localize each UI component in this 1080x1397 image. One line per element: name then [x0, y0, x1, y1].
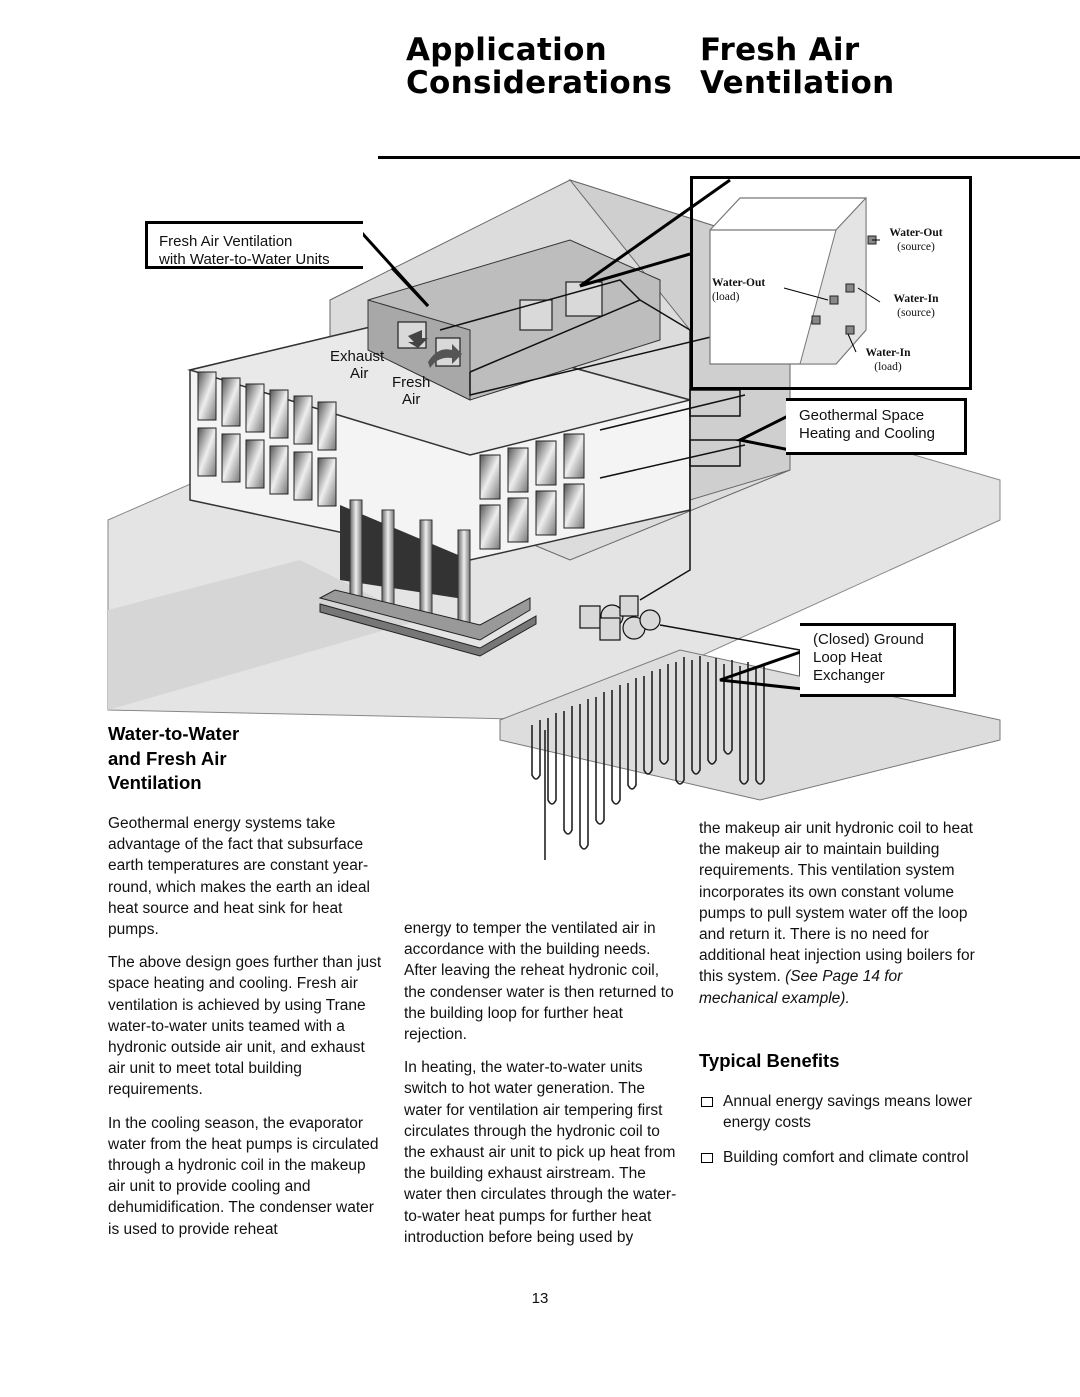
callout-line: Exchanger — [813, 667, 885, 684]
callout-line: (Closed) Ground — [813, 631, 924, 648]
callout-geothermal: Geothermal Space Heating and Cooling — [786, 398, 967, 455]
label-water-in-source: Water-In (source) — [880, 292, 952, 320]
column — [457, 529, 471, 631]
label-sub: (load) — [874, 361, 902, 373]
label-text: Water-Out — [712, 277, 766, 289]
page-reference: (See Page 14 for mechanical example). — [699, 968, 903, 1007]
paragraph: In heating, the water-to-water units swi… — [404, 1059, 677, 1246]
header-rule — [378, 156, 1080, 159]
rooftop-units — [397, 281, 603, 367]
label-exhaust-air: Exhaust Air — [330, 348, 384, 382]
rooftop-piping — [439, 279, 741, 396]
article-heading-line: and Fresh Air — [108, 747, 227, 769]
column — [381, 509, 395, 611]
callout-connectors — [350, 178, 813, 692]
label-sub: (source) — [897, 241, 935, 253]
callout-line: Fresh Air Ventilation — [159, 233, 293, 250]
callout-ground-loop: (Closed) Ground Loop Heat Exchanger — [800, 623, 956, 697]
column-2: energy to temper the ventilated air in a… — [404, 918, 680, 1260]
column — [349, 499, 363, 601]
benefits-heading: Typical Benefits — [699, 1050, 840, 1071]
loop-pumps — [579, 595, 661, 641]
label-text: Fresh — [392, 374, 431, 391]
paragraph: the makeup air unit hydronic coil to hea… — [699, 818, 975, 1009]
entrance — [340, 505, 470, 600]
label-water-out-source: Water-Out (source) — [880, 226, 952, 254]
checkbox-bullet-icon — [701, 1097, 713, 1107]
article-heading-line: Ventilation — [108, 772, 202, 793]
fresh-air-arrow — [428, 344, 462, 368]
paragraph: The above design goes further than just … — [108, 954, 382, 1099]
page-number: 13 — [531, 1290, 549, 1307]
page-title-line2: Ventilation — [700, 65, 895, 101]
article-heading: Water-to-Water and Fresh Air Ventilation — [108, 722, 239, 796]
section-label-line2: Considerations — [406, 65, 673, 101]
callout-fresh-air-ventilation: Fresh Air Ventilation with Water-to-Wate… — [145, 221, 363, 269]
label-text: Air — [402, 391, 421, 408]
label-fresh-air: Fresh Air — [392, 374, 430, 408]
paragraph-text: the makeup air unit hydronic coil to hea… — [699, 820, 975, 986]
windows-left — [197, 371, 337, 507]
section-label-line1: Application — [406, 32, 608, 68]
label-sub: (load) — [712, 291, 740, 303]
steps — [318, 589, 531, 641]
label-text: Air — [350, 365, 369, 382]
benefit-item: Building comfort and climate control — [699, 1147, 975, 1168]
label-sub: (source) — [897, 307, 935, 319]
paragraph: Geothermal energy systems take advantage… — [108, 815, 370, 939]
ground-loop-field — [499, 649, 1001, 801]
callout-line: with Water-to-Water Units — [159, 251, 330, 268]
callout-unit-detail — [690, 176, 972, 390]
paragraph: energy to temper the ventilated air in a… — [404, 920, 674, 1044]
callout-line: Geothermal Space — [799, 407, 925, 424]
checkbox-bullet-icon — [701, 1153, 713, 1164]
benefit-text: Annual energy savings means lower energy… — [723, 1093, 972, 1132]
column — [419, 519, 433, 621]
callout-line: Heating and Cooling — [799, 425, 935, 442]
column-1: Geothermal energy systems take advantage… — [108, 813, 384, 1252]
label-water-in-load: Water-In (load) — [852, 346, 924, 374]
building-illustration — [107, 178, 1001, 860]
callout-line: Loop Heat — [813, 649, 883, 666]
ground-loops — [531, 656, 765, 860]
label-text: Exhaust — [330, 348, 385, 365]
article-heading-line: Water-to-Water — [108, 723, 240, 744]
section-label: Application Considerations — [406, 34, 672, 100]
page-title: Fresh Air Ventilation — [700, 34, 895, 100]
label-text: Water-Out — [889, 227, 943, 239]
label-text: Water-In — [865, 347, 911, 359]
label-text: Water-In — [893, 293, 939, 305]
label-water-out-load: Water-Out (load) — [712, 276, 765, 304]
windows-right — [479, 433, 585, 550]
exhaust-arrow — [408, 330, 428, 348]
paragraph: In the cooling season, the evaporator wa… — [108, 1114, 379, 1238]
benefit-item: Annual energy savings means lower energy… — [699, 1091, 975, 1133]
page-title-line1: Fresh Air — [700, 32, 860, 68]
benefit-text: Building comfort and climate control — [723, 1149, 969, 1167]
column-3: the makeup air unit hydronic coil to hea… — [699, 818, 975, 1021]
benefits-list: Annual energy savings means lower energy… — [699, 1091, 975, 1183]
